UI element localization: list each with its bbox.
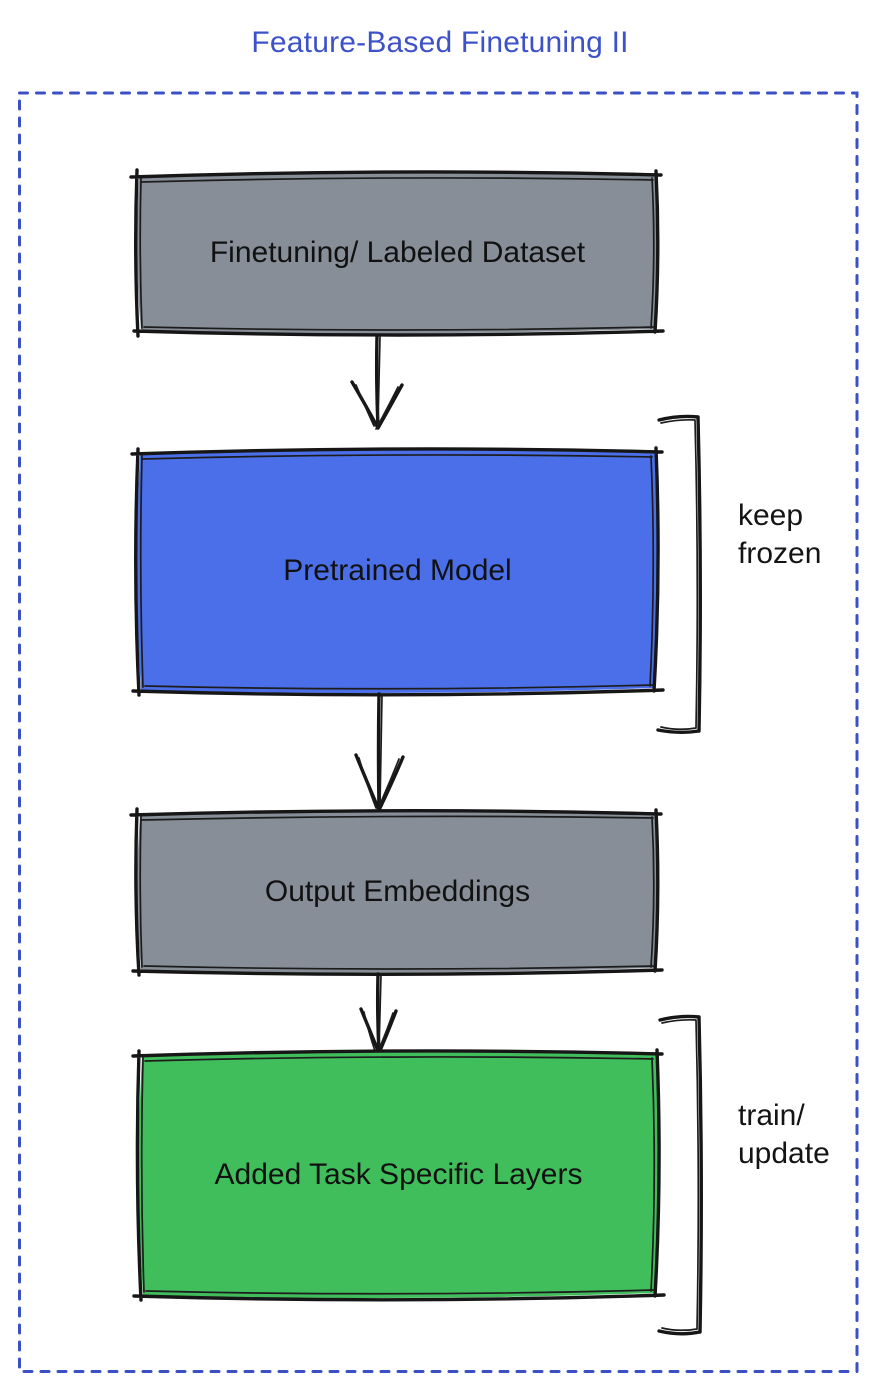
box-finetuning-outline: [129, 168, 665, 338]
box-pretrained-fill: [136, 449, 659, 694]
box-added-task-specific-layers: [131, 1048, 666, 1302]
box-embeddings-outline: [129, 807, 664, 977]
dotted-frame: [18, 91, 859, 1373]
annotation-train-update-line2: update: [738, 1137, 830, 1170]
box-finetuning-fill: [136, 172, 659, 334]
label-added-task-specific-layers: Added Task Specific Layers: [214, 1157, 583, 1191]
box-pretrained-model: [130, 446, 665, 697]
annotation-keep-frozen: keep frozen: [738, 497, 821, 573]
box-embeddings-outline-sketch: [139, 815, 655, 970]
arrow-dataset-to-model: [350, 334, 404, 430]
arrow-embeddings-to-layers: [359, 972, 398, 1055]
annotation-keep-frozen-line2: frozen: [738, 537, 822, 570]
box-layers-outline: [131, 1048, 666, 1302]
box-layers-outline-sketch: [140, 1056, 656, 1295]
bracket-keep-frozen: [656, 414, 702, 734]
box-pretrained-outline-sketch: [139, 454, 655, 690]
annotation-train-update-line1: train/: [738, 1099, 805, 1132]
page-title: Feature-Based Finetuning II: [251, 26, 629, 59]
box-finetuning-labeled-dataset: [129, 168, 665, 338]
box-layers-fill: [138, 1051, 659, 1299]
annotation-keep-frozen-line1: keep: [738, 499, 804, 532]
box-pretrained-outline: [130, 446, 665, 697]
bracket-train-update: [657, 1014, 703, 1336]
arrow-model-to-embeddings: [354, 692, 405, 812]
box-embeddings-fill: [137, 811, 658, 973]
box-output-embeddings: [129, 807, 664, 977]
label-pretrained-model: Pretrained Model: [283, 554, 512, 587]
label-output-embeddings: Output Embeddings: [264, 875, 531, 908]
annotation-train-update: train/ update: [738, 1097, 830, 1173]
box-finetuning-outline-sketch: [139, 177, 655, 331]
label-finetuning-labeled-dataset: Finetuning/ Labeled Dataset: [209, 235, 586, 269]
